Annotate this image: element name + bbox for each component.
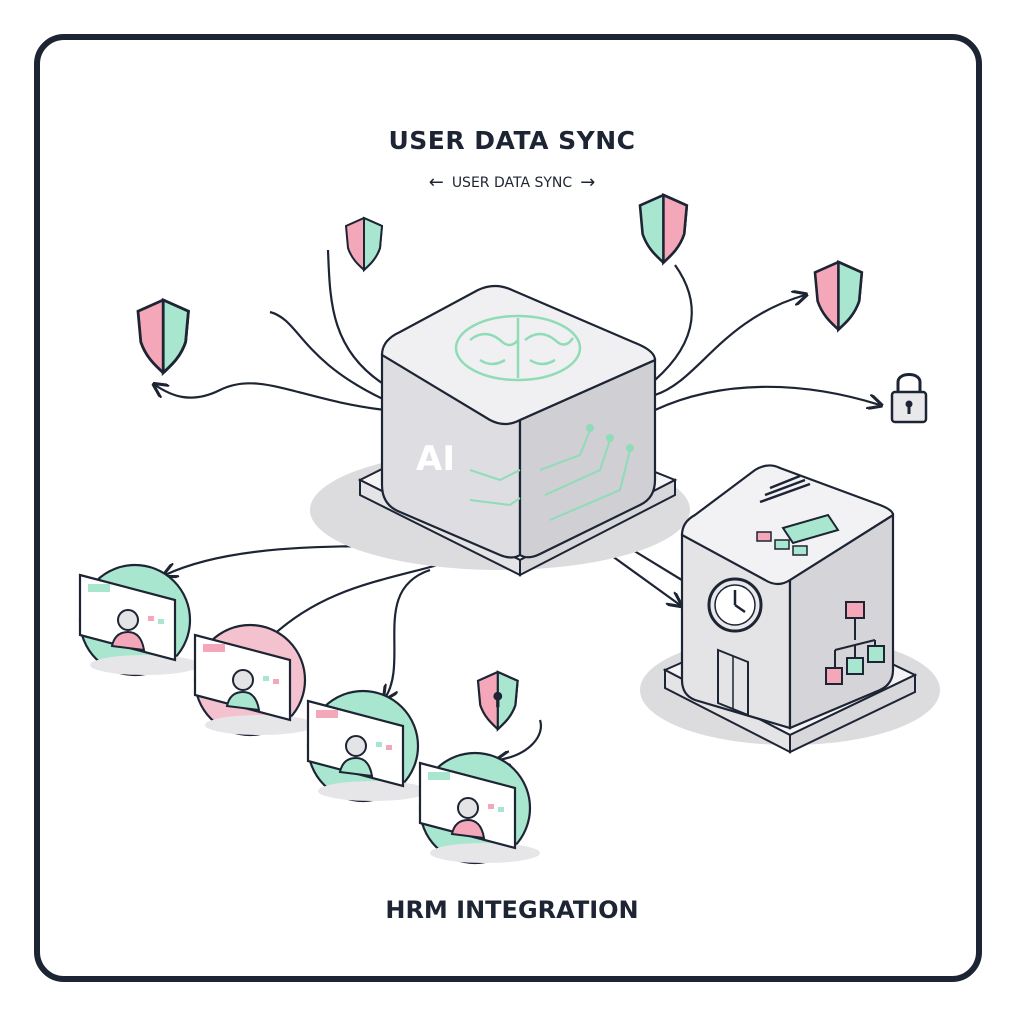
employee-card: [418, 751, 540, 865]
right-arrow-icon: →: [580, 172, 596, 193]
ai-hub-cube: AI: [380, 284, 657, 559]
padlock-icon: [890, 373, 928, 424]
hrm-server: [680, 464, 895, 730]
shield-icon: [813, 259, 864, 333]
org-chart-icon: [825, 601, 885, 685]
shield-icon: [136, 297, 190, 377]
door-icon: [717, 648, 749, 717]
clock-icon: [707, 577, 763, 633]
diagram-footer: HRM INTEGRATION: [385, 896, 639, 924]
vent-icon: [759, 474, 811, 504]
shield-icon: [344, 216, 384, 273]
employee-card: [78, 563, 200, 677]
control-panel: [756, 513, 840, 556]
circuit-traces: [469, 424, 634, 521]
subtitle-text: USER DATA SYNC: [451, 175, 573, 191]
employee-card: [306, 689, 428, 803]
left-arrow-icon: ←: [428, 172, 444, 193]
diagram-title: USER DATA SYNC: [388, 126, 636, 155]
employee-card: [193, 623, 315, 737]
sync-direction-label: ← USER DATA SYNC →: [0, 174, 1024, 192]
brain-icon: [454, 314, 582, 382]
shield-lock-icon: [476, 670, 519, 732]
connection-lines: [155, 249, 880, 760]
shield-icon: [638, 192, 689, 266]
ai-label: AI: [416, 439, 455, 479]
